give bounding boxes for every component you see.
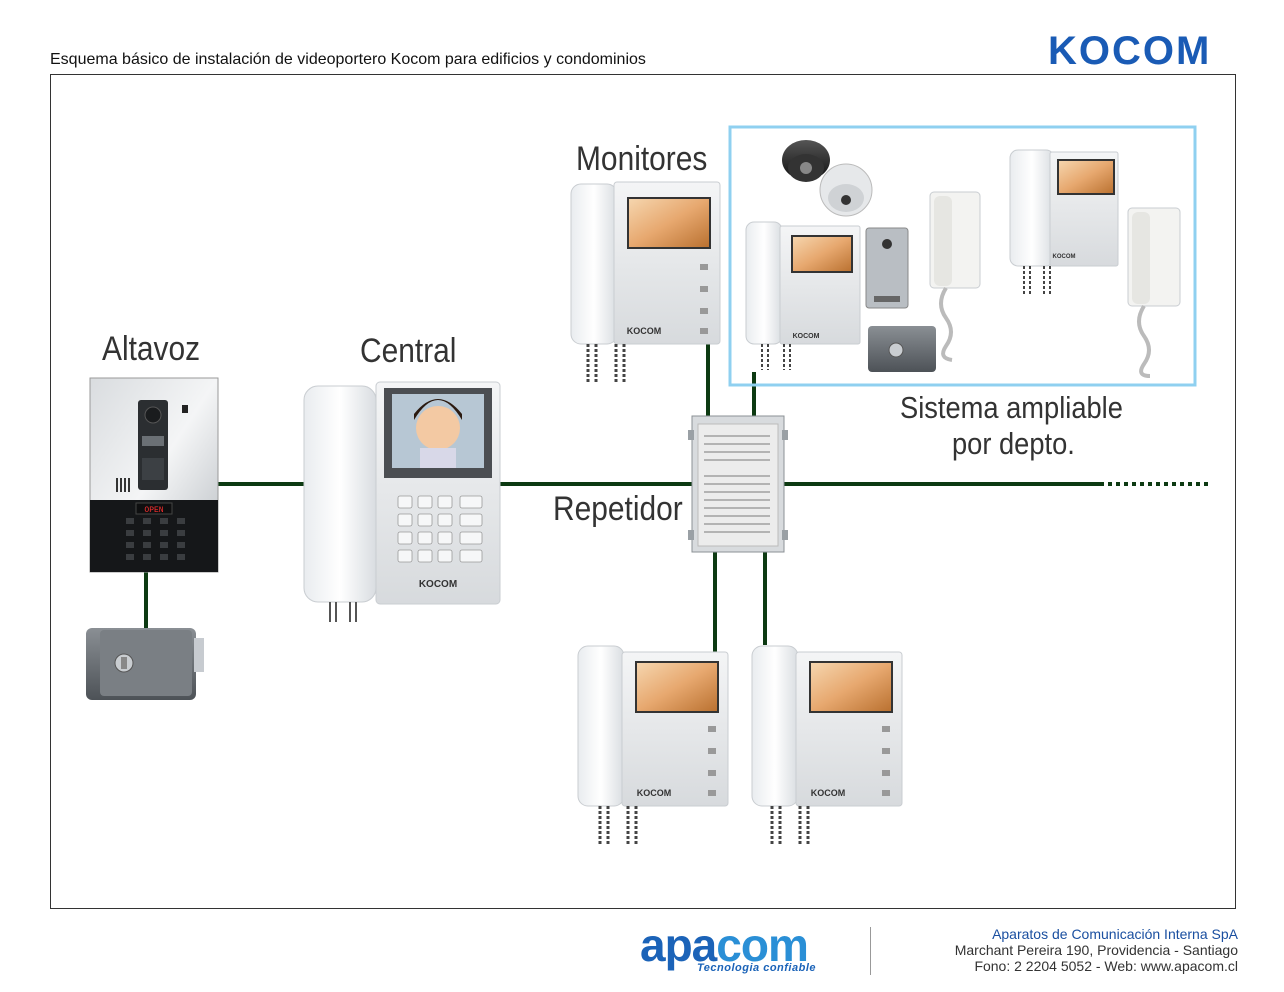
electric-lock — [86, 628, 204, 700]
apacom-logo: apacom — [640, 918, 809, 972]
diagram-frame — [50, 74, 1236, 909]
label-monitores: Monitores — [576, 140, 708, 178]
central-brand-text: KOCOM — [419, 579, 457, 590]
monitor-bottom-left-brand: KOCOM — [637, 788, 672, 798]
label-central: Central — [360, 332, 457, 370]
footer-divider — [870, 927, 871, 975]
monitor-top: KOCOM — [570, 181, 721, 382]
footer-contact: Fono: 2 2204 5052 - Web: www.apacom.cl — [974, 958, 1238, 974]
electric-lock-small — [868, 326, 936, 372]
dome-camera-dark — [782, 140, 830, 182]
expansion-devices: KOCOM KOCOM — [745, 140, 1181, 378]
interphone-1 — [929, 191, 981, 362]
apacom-logo-part-b: com — [716, 919, 809, 971]
label-por-depto: por depto. — [952, 426, 1075, 461]
monitor-bottom-right-brand: KOCOM — [811, 788, 846, 798]
door-panel: OPEN — [89, 377, 219, 573]
label-altavoz: Altavoz — [102, 330, 201, 368]
expansion-monitor-brand: KOCOM — [793, 333, 820, 340]
monitor-bottom-right: KOCOM — [751, 645, 903, 844]
apacom-tagline: Tecnologia confiable — [697, 962, 816, 974]
expansion-monitor-right: KOCOM — [1009, 149, 1119, 294]
wires — [144, 340, 1208, 652]
expansion-highlight-box — [728, 125, 1197, 387]
dome-camera-white — [819, 163, 873, 217]
kocom-logo: KOCOM — [1048, 29, 1212, 73]
door-station-small — [865, 227, 909, 309]
interphone-2 — [1127, 207, 1181, 378]
central-unit: KOCOM — [303, 381, 501, 622]
monitor-bottom-left: KOCOM — [577, 645, 729, 844]
footer-company-name: Aparatos de Comunicación Interna SpA — [992, 926, 1238, 942]
panel-display-text: OPEN — [144, 506, 163, 515]
label-sistema-ampliable: Sistema ampliable — [900, 390, 1123, 425]
expansion-monitor: KOCOM — [745, 221, 861, 370]
page-title: Esquema básico de instalación de videopo… — [50, 51, 646, 68]
expansion-monitor-right-brand: KOCOM — [1053, 254, 1076, 260]
apacom-logo-part-a: apa — [640, 919, 717, 971]
label-repetidor: Repetidor — [553, 490, 683, 528]
repeater-box — [688, 415, 788, 553]
footer-address: Marchant Pereira 190, Providencia - Sant… — [954, 942, 1238, 958]
monitor-top-brand: KOCOM — [627, 326, 662, 336]
